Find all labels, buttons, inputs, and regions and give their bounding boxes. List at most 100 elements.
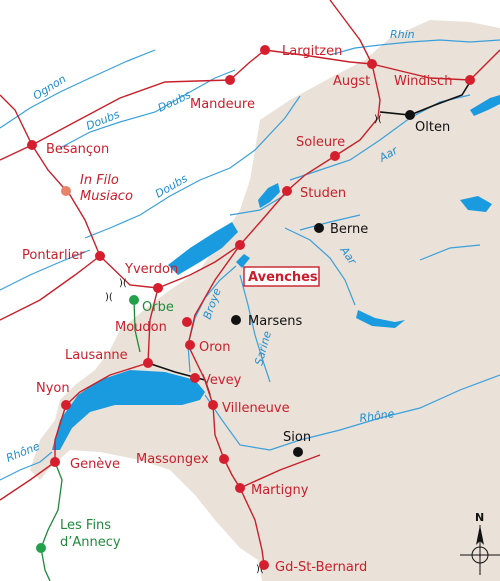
label-mandeure: Mandeure [190,97,255,112]
dot-marsens [231,315,241,325]
land-area [30,20,500,581]
label-in-filo-line2: Musiaco [80,189,133,204]
road-augst-soleure [334,63,381,157]
label-villeneuve: Villeneuve [222,401,290,416]
dot-windisch [465,75,475,85]
roads [0,0,500,566]
road-besancon-north [0,94,33,146]
dot-geneve [50,457,60,467]
green-road-orbe [133,299,141,353]
road-augst-windisch [371,63,471,81]
road-besancon-west [0,144,33,161]
dot-lausanne [143,358,153,368]
road-martigny-bernard [239,487,265,566]
dot-olten [405,110,415,120]
dot-yverdon [153,283,163,293]
green-road-fins [40,461,63,581]
river-doubs-west [0,249,91,291]
road-soleure-studen [286,155,336,192]
label-largitzen: Largitzen [282,44,342,59]
road-studen-yverdon [157,190,288,289]
dot-nyon [61,400,71,410]
dot-avenches [235,240,245,250]
dot-massongex [219,454,229,464]
road-nyon-geneve [54,404,67,462]
road-yverdon-pontarlier [99,255,159,289]
dot-in-filo [61,186,71,196]
road-pontarlier-west [0,255,101,321]
label-geneve: Genève [70,457,120,472]
river-rhin [329,39,500,56]
pass-marker-bernard: )( [256,564,264,575]
road-largitzen-augst [264,49,373,65]
label-river-doubs-3: Doubs [156,88,193,115]
road-yverdon-lausanne [147,287,159,364]
lake-leman [52,370,205,450]
label-martigny: Martigny [251,483,309,498]
road-mandeure-largitzen [229,49,266,81]
pass-marker-pontarlier: )( [119,278,127,289]
dot-oron [185,340,195,350]
river-rhone-geneva [0,451,53,481]
dot-vevey [190,373,200,383]
dot-pontarlier [95,251,105,261]
label-oron: Oron [199,340,230,355]
road-windisch-east [469,49,500,81]
river-sarine [239,274,271,383]
label-soleure: Soleure [296,135,345,150]
railway-north [379,81,471,116]
river-doubs-south [84,95,301,239]
dot-les-fins [36,543,46,553]
label-orbe: Orbe [142,300,174,315]
lake-morat [236,254,250,268]
river-doubs-north [59,69,236,149]
dot-largitzen [260,45,270,55]
label-massongex: Massongex [136,452,209,467]
dot-martigny [235,483,245,493]
pass-marker-olten: )( [374,114,382,125]
label-lausanne: Lausanne [65,348,128,363]
label-augst: Augst [333,74,370,89]
red-town-dots [27,45,475,570]
lake-zurich [470,95,500,116]
compass-rose: N [460,511,500,575]
pass-marker-jura: )( [105,292,113,303]
label-moudon: Moudon [115,320,167,335]
label-les-fins-line1: Les Fins [60,518,111,533]
river-aar-lower [284,227,356,306]
avenches-highlight-box [243,266,320,287]
label-besancon: Besançon [46,142,109,157]
lake-lucerne [460,196,492,212]
label-les-fins-line2: d’Annecy [60,535,121,550]
dot-moudon [182,317,192,327]
dot-villeneuve [208,400,218,410]
label-sion: Sion [283,430,311,445]
label-olten: Olten [415,120,450,135]
road-augst-north [329,0,373,65]
lake-bienne [258,183,280,208]
label-in-filo-line1: In Filo [80,173,119,188]
label-avenches: Avenches [248,270,318,285]
label-river-doubs-2: Doubs [153,172,190,201]
lake-neuchatel [168,222,238,275]
road-martigny-east [239,454,321,489]
dot-orbe [129,295,139,305]
label-river-rhin: Rhin [390,28,415,41]
river-rhone-valais [204,374,500,451]
label-vevey: Vevey [202,373,242,388]
dot-studen [282,186,292,196]
road-avenches-vevey [187,244,241,381]
dot-augst [367,59,377,69]
dot-mandeure [225,75,235,85]
river-ognon [0,49,156,129]
road-pontarlier-besancon [31,144,101,257]
black-town-dots [231,110,415,457]
green-roads [40,299,141,581]
dot-sion [293,447,303,457]
label-river-doubs-1: Doubs [84,108,121,133]
compass-north-label: N [475,511,484,524]
dot-berne [314,223,324,233]
road-besancon-mandeure [31,79,231,146]
road-villeneuve-massongex [212,404,225,460]
